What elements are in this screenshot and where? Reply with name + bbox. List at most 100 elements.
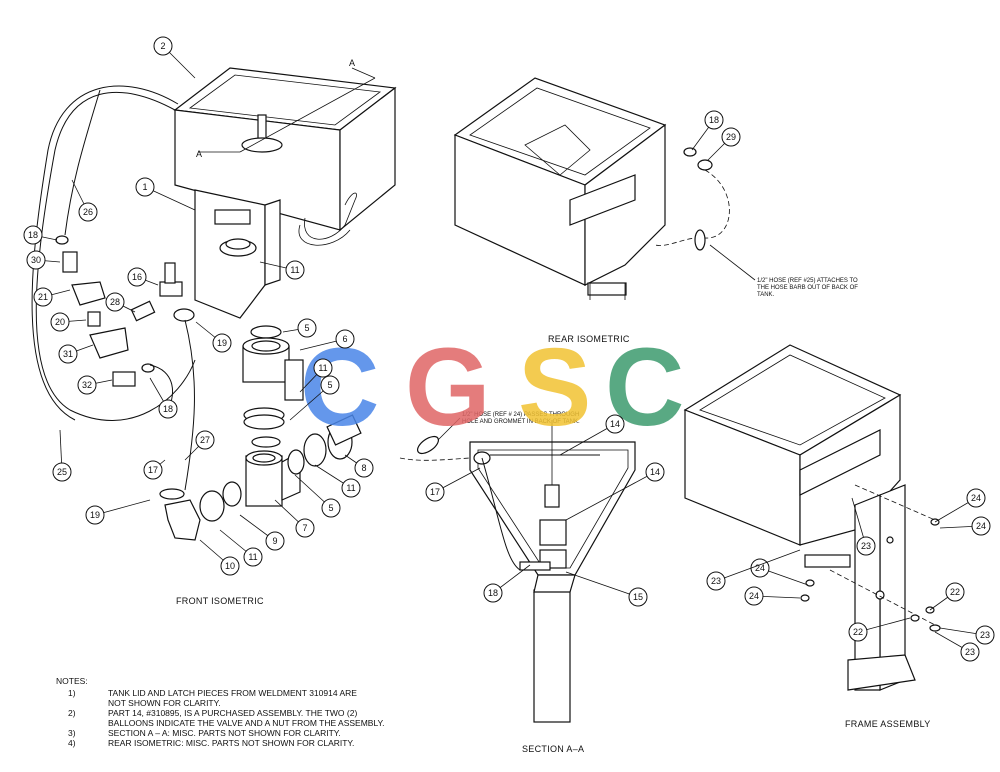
outlet-chute-side: [264, 199, 281, 286]
balloon-section-15: 15: [565, 571, 648, 607]
balloon-circle: [313, 358, 333, 378]
balloon-circle: [158, 399, 178, 419]
balloon-circle: [335, 329, 355, 349]
balloon-number: 18: [28, 230, 38, 240]
watermark-letter-s: S: [518, 326, 591, 449]
valve-stem: [257, 114, 267, 141]
balloon-circle: [135, 177, 155, 197]
balloon-number: 18: [163, 404, 173, 414]
balloon-frame-24: 24: [939, 516, 991, 536]
rear-isometric-view: 1/2" HOSE (REF #25) ATTACHES TO THE HOSE…: [453, 77, 858, 344]
balloon-front-20: 20: [50, 312, 87, 332]
rear-hose-note-3: TANK.: [757, 292, 775, 298]
balloon-circle: [341, 478, 361, 498]
balloon-number: 23: [980, 630, 990, 640]
front-isometric-label: FRONT ISOMETRIC: [176, 596, 264, 606]
fitting-6-arm: [284, 359, 304, 401]
balloon-rear-29: 29: [707, 127, 741, 161]
note-text: BALLOONS INDICATE THE VALVE AND A NUT FR…: [108, 718, 385, 728]
balloon-number: 17: [430, 487, 440, 497]
balloon-circle: [297, 318, 317, 338]
fitting-21: [71, 281, 106, 306]
rear-nut-18: [683, 147, 697, 157]
fitting-31: [89, 327, 129, 359]
nipple-28: [130, 300, 156, 322]
balloon-circle: [143, 460, 163, 480]
section-a-a-label: SECTION A–A: [522, 744, 584, 754]
frame-bolt-24-c: [800, 594, 810, 602]
balloon-circle: [52, 462, 72, 482]
leader-line: [94, 499, 151, 516]
balloon-number: 30: [31, 255, 41, 265]
balloon-front-18: 18: [149, 377, 178, 419]
balloon-front-5: 5: [282, 318, 317, 338]
balloon-front-31: 31: [58, 344, 94, 364]
balloon-circle: [212, 333, 232, 353]
balloon-number: 11: [346, 483, 355, 493]
balloon-section-14: 14: [565, 462, 665, 521]
balloon-front-25: 25: [52, 429, 72, 482]
barb-8-body: [326, 414, 362, 446]
balloon-number: 5: [328, 503, 333, 513]
gasket-5-top: [250, 325, 282, 339]
rear-hose: [654, 169, 730, 246]
balloon-circle: [320, 375, 340, 395]
balloon-number: 22: [950, 587, 960, 597]
balloon-circle: [33, 287, 53, 307]
balloon-rear-18: 18: [691, 110, 724, 151]
balloon-section-18: 18: [483, 564, 531, 603]
balloon-circle: [295, 518, 315, 538]
rear-barb-29: [697, 159, 713, 171]
balloon-front-27: 27: [184, 430, 215, 461]
balloon-circle: [321, 498, 341, 518]
rear-mount-bracket: [569, 174, 636, 226]
cgsc-watermark: C G S C: [300, 326, 684, 449]
valve-ring: [241, 137, 283, 153]
balloon-number: 14: [610, 419, 620, 429]
balloon-circle: [26, 250, 46, 270]
balloon-circle: [50, 312, 70, 332]
gasket-5-mid: [251, 436, 281, 448]
note-text: SECTION A – A: MISC. PARTS NOT SHOWN FOR…: [108, 728, 341, 738]
fitting-32: [112, 371, 136, 387]
balloon-circle: [285, 260, 305, 280]
balloon-circle: [220, 556, 240, 576]
balloon-number: 31: [63, 349, 73, 359]
section-marker-a-left: A: [196, 149, 202, 159]
balloon-number: 18: [488, 588, 498, 598]
nut-18-lower: [141, 363, 155, 373]
balloon-front-6: 6: [299, 329, 355, 351]
balloon-number: 20: [55, 317, 65, 327]
balloon-number: 14: [650, 467, 660, 477]
coupler-11-right: [303, 433, 327, 467]
balloon-front-11: 11: [259, 260, 305, 280]
tee-16-stem: [164, 262, 176, 284]
balloon-frame-23: 23: [939, 625, 995, 645]
leader-line: [559, 423, 616, 456]
frame-foot: [847, 654, 916, 691]
balloon-circle: [966, 488, 986, 508]
balloon-circle: [127, 267, 147, 287]
note-line: 4)REAR ISOMETRIC: MISC. PARTS NOT SHOWN …: [56, 738, 416, 748]
fitting-30: [62, 251, 78, 273]
frame-washer-22-b: [910, 614, 920, 622]
note-line: BALLOONS INDICATE THE VALVE AND A NUT FR…: [56, 718, 416, 728]
balloon-number: 8: [361, 463, 366, 473]
ring-19: [159, 488, 185, 500]
balloon-number: 21: [38, 292, 48, 302]
balloon-front-9: 9: [239, 514, 285, 551]
note-number: 2): [68, 708, 76, 718]
tank-handle: [304, 192, 357, 240]
balloon-layer: 2126183021162820313219115611518272519751…: [23, 36, 995, 662]
elbow-10: [164, 499, 201, 541]
balloon-front-5: 5: [294, 474, 341, 518]
balloon-number: 15: [633, 592, 643, 602]
tank-side-face: [339, 86, 396, 232]
balloon-number: 1: [142, 182, 147, 192]
balloon-circle: [960, 642, 980, 662]
balloon-number: 17: [148, 465, 158, 475]
rear-tank-side: [584, 123, 666, 286]
section-hose-note-2: HOLE AND GROMMET IN BACK OF TANK.: [462, 419, 580, 425]
gasket-9: [222, 481, 242, 507]
